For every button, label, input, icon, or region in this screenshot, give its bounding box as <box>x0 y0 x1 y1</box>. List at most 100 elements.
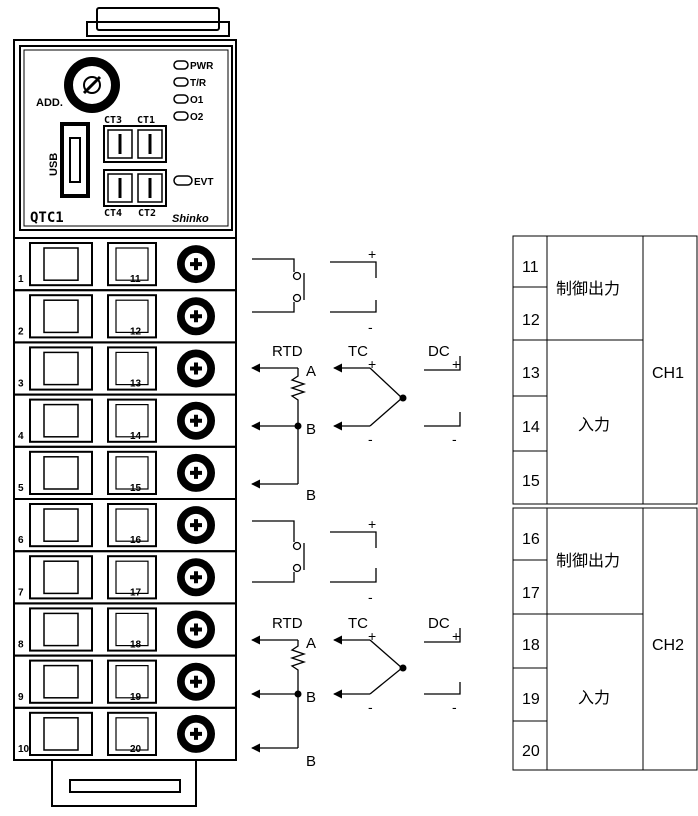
led-label-o2: O2 <box>190 112 204 123</box>
ct3-label: CT3 <box>104 115 122 126</box>
model-label: QTC1 <box>30 210 64 226</box>
ch1-tc-plus: + <box>368 356 376 372</box>
screw-terminal[interactable] <box>177 558 215 597</box>
ch2-rtd-b1: B <box>306 689 316 706</box>
screw-terminal[interactable] <box>177 349 215 388</box>
terminal-row: 4 14 <box>13 393 237 448</box>
terminal-number-left: 9 <box>18 692 24 703</box>
o1-led <box>173 94 189 104</box>
ch2-output-minus: - <box>368 589 373 605</box>
ct-connectors[interactable] <box>103 125 167 207</box>
screw-terminal[interactable] <box>177 245 215 284</box>
rotary-address-switch[interactable] <box>64 57 120 113</box>
terminal-number-right: 11 <box>130 274 141 285</box>
terminal-row: 3 13 <box>13 341 237 396</box>
led-label-pwr: PWR <box>190 61 214 72</box>
wiring-ch1 <box>251 258 461 489</box>
ch1-rtd-b2: B <box>306 487 316 504</box>
ch1-tc-minus: - <box>368 431 373 447</box>
terminal-row: 5 15 <box>13 445 237 500</box>
ch1-rtd-b1: B <box>306 421 316 438</box>
brand-logo: Shinko <box>172 213 209 225</box>
table-cell-13: 13 <box>522 365 540 382</box>
table-cell-16: 16 <box>522 531 540 548</box>
ch2-output-plus: + <box>368 516 376 532</box>
ch2-rtd-label: RTD <box>272 615 303 632</box>
terminal-assignment-table <box>512 235 698 771</box>
terminal-number-right: 18 <box>130 640 142 651</box>
table-cell-11: 11 <box>522 259 539 276</box>
table-cell-12: 12 <box>522 312 540 329</box>
terminal-number-right: 15 <box>130 483 142 494</box>
pwr-led <box>173 60 189 70</box>
screw-terminal[interactable] <box>177 297 215 336</box>
terminal-number-left: 8 <box>18 640 24 651</box>
o2-led <box>173 111 189 121</box>
ch2-tc-label: TC <box>348 615 368 632</box>
ct2-label: CT2 <box>138 208 156 219</box>
ch2-label: CH2 <box>652 637 684 654</box>
ch2-control-output: 制御出力 <box>556 552 620 570</box>
terminal-row: 9 19 <box>13 654 237 709</box>
terminal-number-right: 13 <box>130 379 142 390</box>
terminal-number-left: 2 <box>18 326 24 337</box>
screw-terminal[interactable] <box>177 662 215 701</box>
ch1-tc-label: TC <box>348 343 368 360</box>
usb-label: USB <box>48 153 60 176</box>
ch2-input: 入力 <box>578 689 610 707</box>
ch1-output-plus: + <box>368 246 376 262</box>
ct1-label: CT1 <box>137 115 155 126</box>
ch1-dc-plus: + <box>452 356 460 372</box>
terminal-number-left: 4 <box>18 431 24 442</box>
ch2-tc-minus: - <box>368 699 373 715</box>
ch1-dc-minus: - <box>452 431 457 447</box>
ch2-rtd-b2: B <box>306 753 316 770</box>
terminal-number-right: 17 <box>130 587 142 598</box>
screw-terminal[interactable] <box>177 610 215 649</box>
wiring-ch2 <box>251 520 461 753</box>
ch1-output-minus: - <box>368 319 373 335</box>
table-cell-14: 14 <box>522 419 540 436</box>
ch1-dc-label: DC <box>428 343 450 360</box>
ct4-label: CT4 <box>104 208 122 219</box>
led-label-tr: T/R <box>190 78 207 89</box>
table-cell-17: 17 <box>522 585 540 602</box>
ch2-dc-label: DC <box>428 615 450 632</box>
ch2-dc-plus: + <box>452 628 460 644</box>
ch2-tc-plus: + <box>368 628 376 644</box>
terminal-number-right: 20 <box>130 744 142 755</box>
screw-terminal[interactable] <box>177 453 215 492</box>
terminal-row: 8 18 <box>13 602 237 657</box>
table-cell-19: 19 <box>522 691 540 708</box>
led-label-o1: O1 <box>190 95 204 106</box>
screw-terminal[interactable] <box>177 401 215 440</box>
ch1-control-output: 制御出力 <box>556 280 620 298</box>
terminal-number-left: 6 <box>18 535 24 546</box>
terminal-number-left: 5 <box>18 483 24 494</box>
terminal-number-left: 10 <box>18 744 30 755</box>
table-cell-18: 18 <box>522 637 540 654</box>
table-cell-20: 20 <box>522 743 540 760</box>
ch1-rtd-label: RTD <box>272 343 303 360</box>
table-cell-15: 15 <box>522 473 540 490</box>
ch1-rtd-a: A <box>306 363 316 380</box>
led-panel <box>173 60 193 186</box>
terminal-row: 10 20 <box>13 706 237 761</box>
ch1-input: 入力 <box>578 416 610 434</box>
terminal-number-left: 1 <box>18 274 24 285</box>
terminal-number-right: 14 <box>130 431 142 442</box>
ch2-dc-minus: - <box>452 699 457 715</box>
led-label-evt: EVT <box>194 177 213 188</box>
address-label: ADD. <box>36 97 63 109</box>
terminal-number-right: 19 <box>130 692 142 703</box>
screw-terminal[interactable] <box>177 714 215 753</box>
usb-port[interactable] <box>60 122 90 198</box>
terminal-number-left: 3 <box>18 379 24 390</box>
screw-terminal[interactable] <box>177 506 215 545</box>
ch2-rtd-a: A <box>306 635 316 652</box>
